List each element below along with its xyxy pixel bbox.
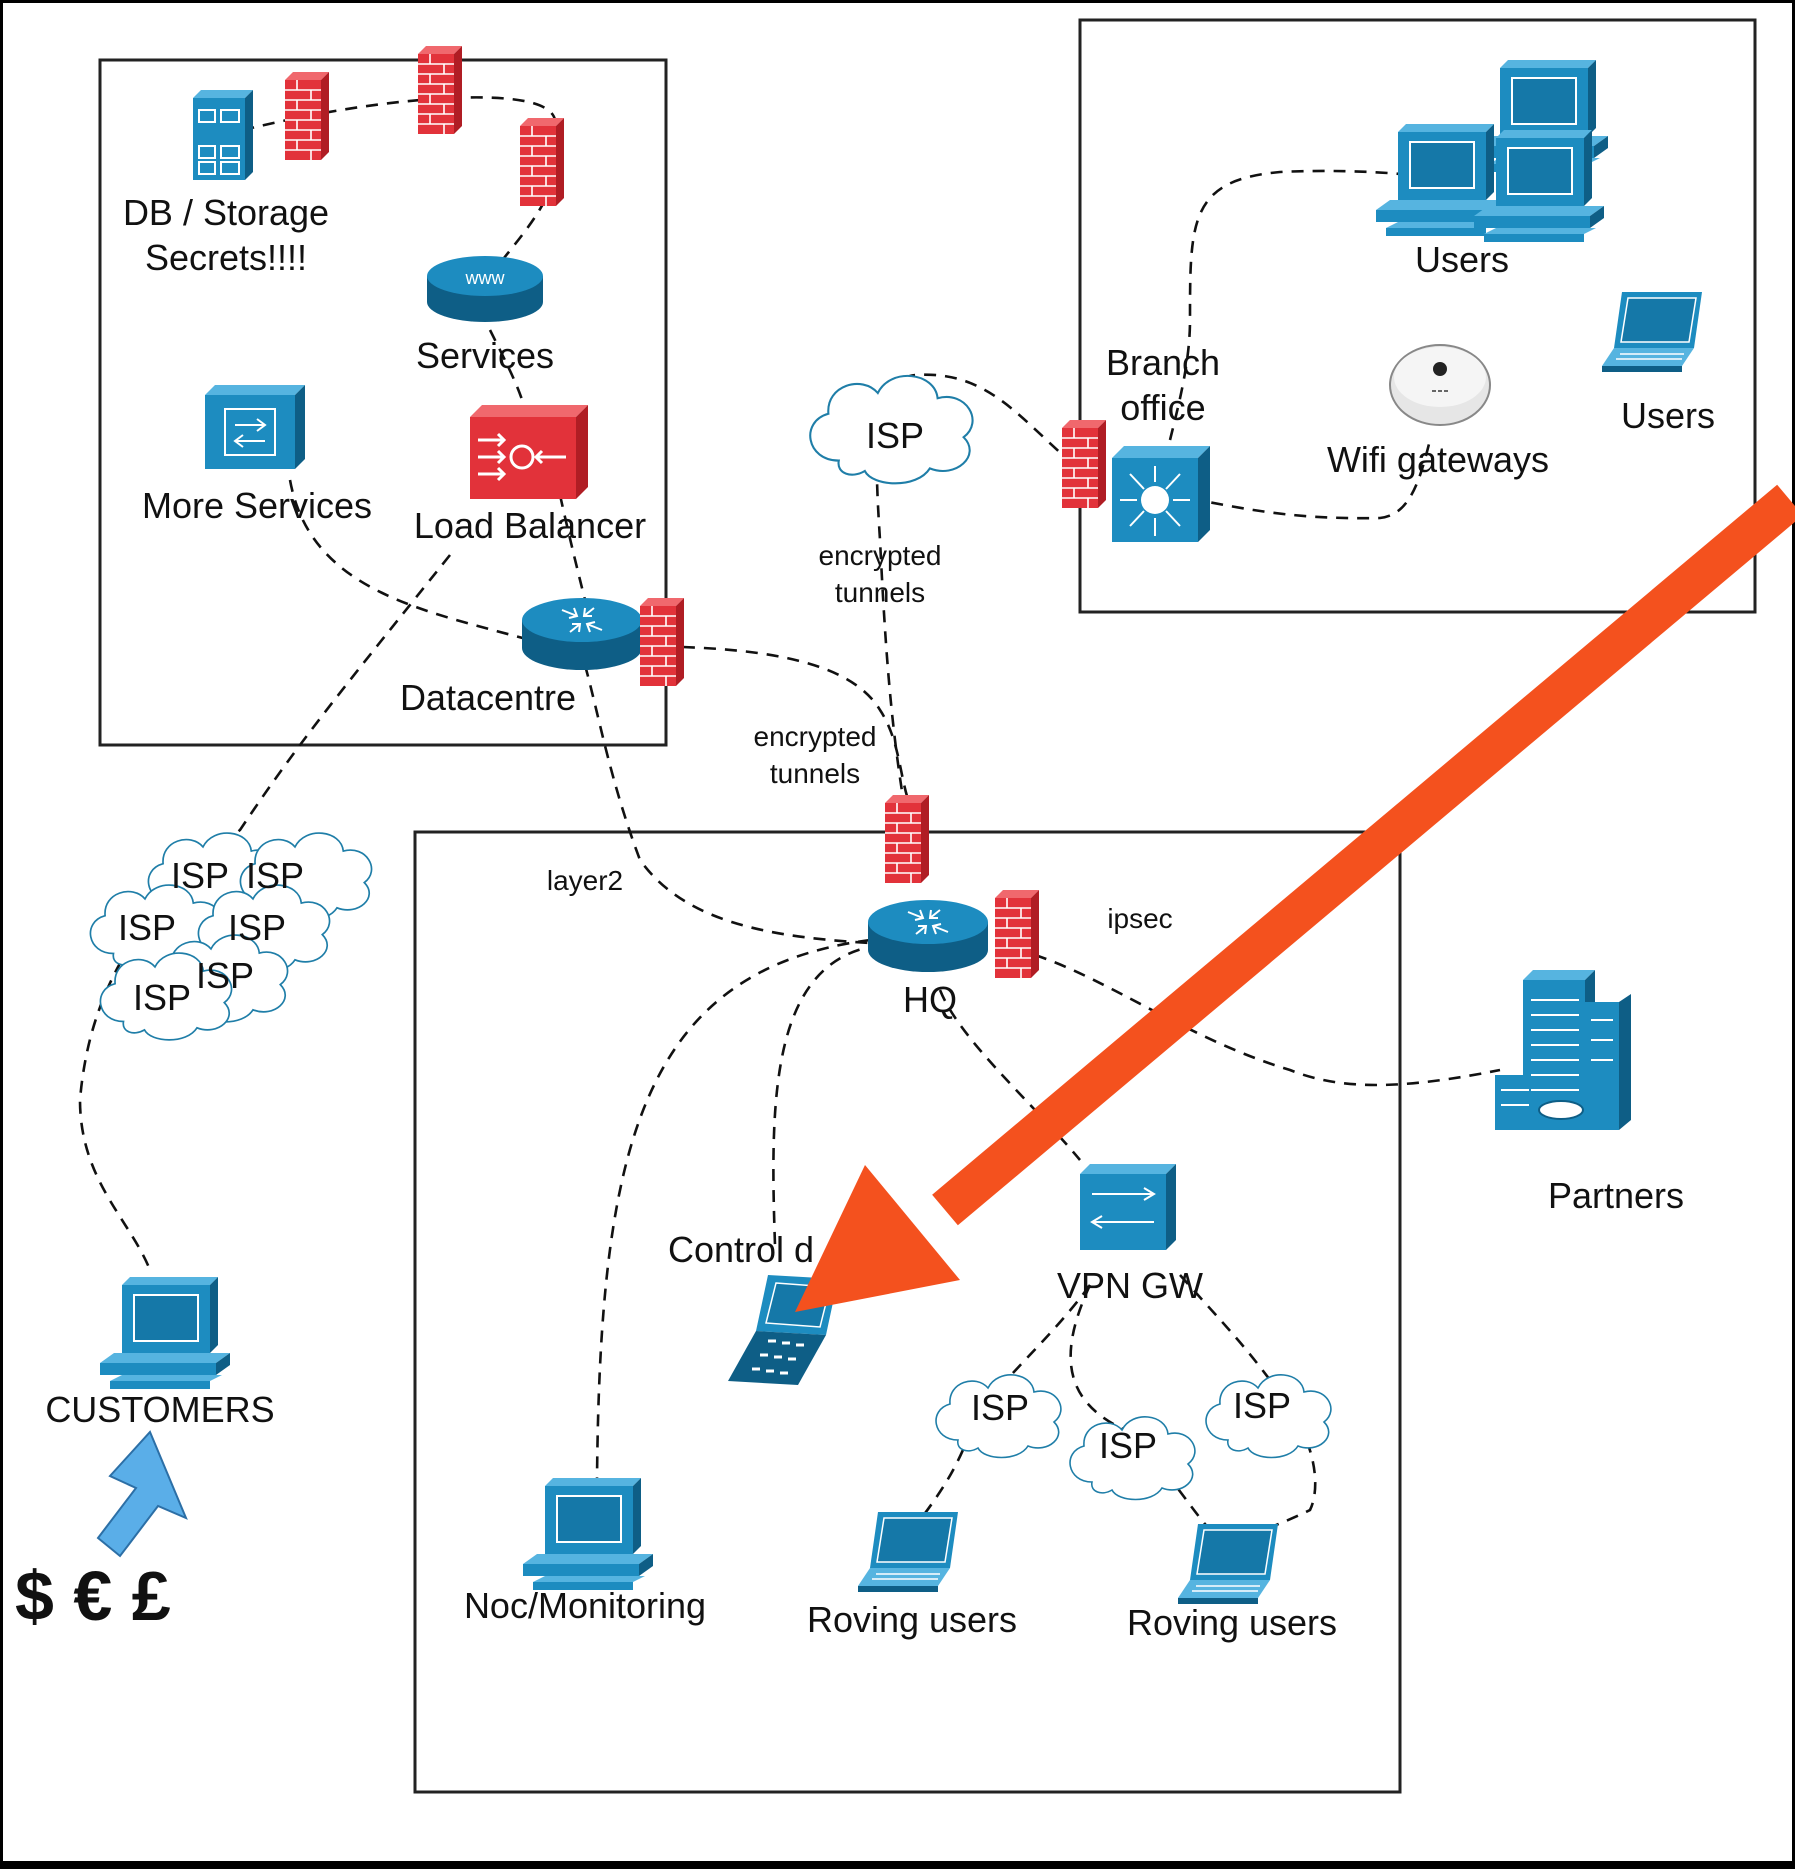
users-label: Users xyxy=(1415,239,1509,280)
branch-label: Branch xyxy=(1106,342,1220,383)
firewall-icon xyxy=(284,71,330,161)
www-label: www xyxy=(465,268,506,288)
firewall-icon xyxy=(417,45,463,135)
isp-label: ISP xyxy=(1099,1425,1157,1466)
isp-label: ISP xyxy=(246,855,304,896)
db-secrets-label: Secrets!!!! xyxy=(145,237,307,278)
users-label: Users xyxy=(1621,395,1715,436)
currency-label: $ € £ xyxy=(15,1557,171,1635)
office-label: office xyxy=(1120,387,1205,428)
hq-router-icon xyxy=(867,899,989,973)
noc-monitoring-label: Noc/Monitoring xyxy=(464,1585,706,1626)
datacentre-label: Datacentre xyxy=(400,677,576,718)
firewall-icon xyxy=(1061,419,1107,509)
firewall-icon xyxy=(884,794,930,884)
isp-label: ISP xyxy=(118,907,176,948)
partners-label: Partners xyxy=(1548,1175,1684,1216)
firewall-icon xyxy=(994,889,1040,979)
vpn-gateway-icon xyxy=(1080,1164,1176,1250)
hq-box xyxy=(413,830,1402,1794)
web-services-icon: www xyxy=(427,256,543,322)
customer-money-arrow-icon xyxy=(96,1430,188,1558)
isp-label: ISP xyxy=(196,955,254,996)
isp-label: ISP xyxy=(228,907,286,948)
isp-label: ISP xyxy=(133,977,191,1018)
load-balancer-label: Load Balancer xyxy=(414,505,646,546)
vpn-gw-label: VPN GW xyxy=(1057,1265,1203,1306)
partners-building-icon xyxy=(1495,970,1631,1130)
db-storage-icon xyxy=(193,90,253,180)
tunnels-label: tunnels xyxy=(770,758,860,789)
tunnels-label: tunnels xyxy=(835,577,925,608)
isp-label: ISP xyxy=(1233,1385,1291,1426)
isp-cloud-cluster: ISP ISP ISP ISP ISP ISP xyxy=(89,832,373,1041)
hq-label: HQ xyxy=(903,979,957,1020)
db-storage-label: DB / Storage xyxy=(123,192,329,233)
highlight-arrow-icon xyxy=(795,484,1795,1312)
ipsec-label: ipsec xyxy=(1107,903,1172,934)
datacentre-router-icon xyxy=(521,597,643,671)
branch-switch-icon xyxy=(1112,446,1210,542)
wifi-gateways-label: Wifi gateways xyxy=(1327,439,1549,480)
customers-label: CUSTOMERS xyxy=(45,1389,274,1430)
wifi-gateway-icon xyxy=(1389,344,1491,426)
isp-label: ISP xyxy=(171,855,229,896)
encrypted-label: encrypted xyxy=(819,540,942,571)
load-balancer-icon xyxy=(470,405,588,499)
firewall-icon xyxy=(519,117,565,207)
isp-label: ISP xyxy=(866,415,924,456)
roving-users-label: Roving users xyxy=(1127,1602,1337,1643)
control-desk-label: Control d xyxy=(668,1229,814,1270)
layer2-label: layer2 xyxy=(547,865,623,896)
firewall-icon xyxy=(639,597,685,687)
isp-label: ISP xyxy=(971,1387,1029,1428)
services-label: Services xyxy=(416,335,554,376)
encrypted-label: encrypted xyxy=(754,721,877,752)
more-services-label: More Services xyxy=(142,485,372,526)
more-services-icon xyxy=(205,385,305,469)
roving-users-label: Roving users xyxy=(807,1599,1017,1640)
